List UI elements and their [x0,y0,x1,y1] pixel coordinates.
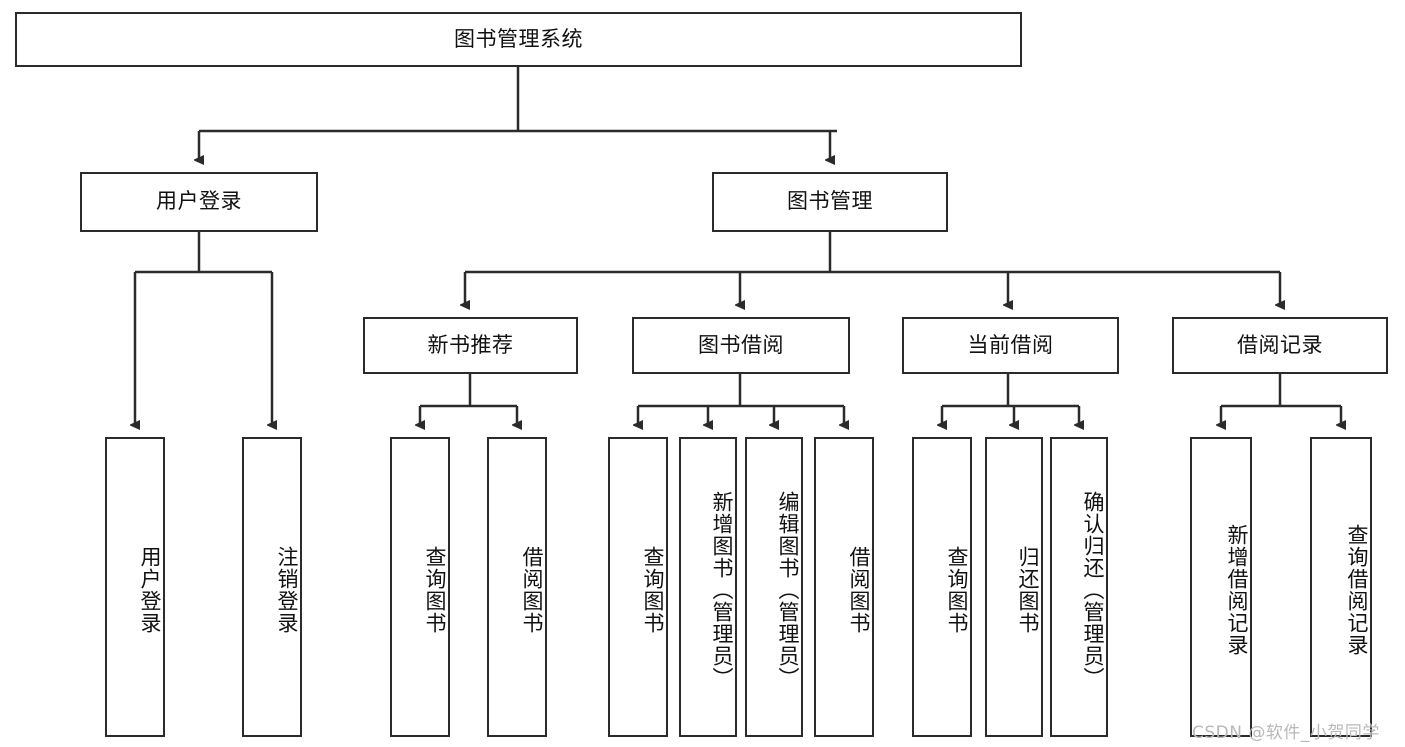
node-borrow-record[interactable]: 借阅记录 [1172,317,1388,374]
node-current-borrow[interactable]: 当前借阅 [902,317,1119,374]
node-book-management[interactable]: 图书管理 [712,172,948,232]
leaf-node[interactable]: 借阅图书 [487,437,547,737]
csdn-watermark: CSDN @软件_小贺同学 [1192,723,1380,743]
leaf-node[interactable]: 查询图书 [912,437,972,737]
node-user-login[interactable]: 用户登录 [80,172,318,232]
leaf-node[interactable]: 借阅图书 [814,437,874,737]
leaf-node[interactable]: 查询借阅记录 [1310,437,1372,737]
leaf-node[interactable]: 用户登录 [105,437,165,737]
leaf-node[interactable]: 新增图书（管理员） [679,437,737,737]
leaf-node[interactable]: 确认归还（管理员） [1050,437,1108,737]
leaf-node[interactable]: 归还图书 [985,437,1043,737]
node-book-borrow[interactable]: 图书借阅 [632,317,850,374]
leaf-node[interactable]: 新增借阅记录 [1190,437,1252,737]
node-root[interactable]: 图书管理系统 [15,12,1022,67]
leaf-node[interactable]: 查询图书 [390,437,450,737]
leaf-node[interactable]: 查询图书 [608,437,668,737]
node-new-book-recommend[interactable]: 新书推荐 [363,317,578,374]
leaf-node[interactable]: 注销登录 [242,437,302,737]
leaf-node[interactable]: 编辑图书（管理员） [745,437,803,737]
